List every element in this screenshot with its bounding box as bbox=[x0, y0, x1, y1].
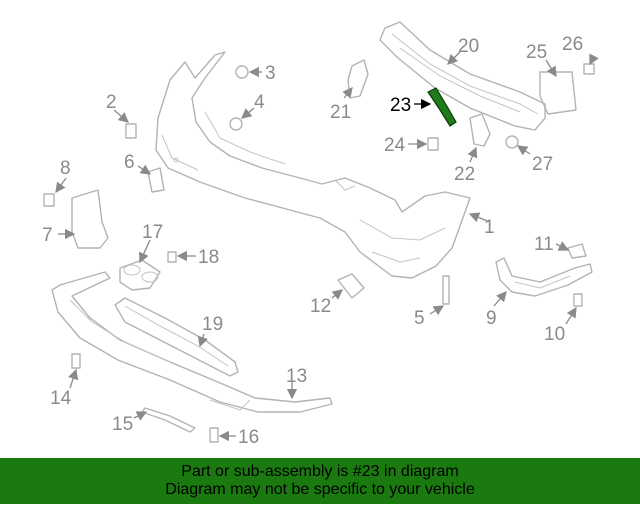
small-parts bbox=[43, 59, 595, 443]
reflector-6 bbox=[147, 167, 165, 193]
callout-1: 1 bbox=[484, 217, 495, 238]
bolt-14 bbox=[71, 353, 81, 369]
callout-24: 24 bbox=[384, 135, 406, 156]
callout-26: 26 bbox=[562, 34, 583, 55]
clip-3 bbox=[235, 65, 249, 79]
bolt-26 bbox=[583, 63, 595, 75]
lower-valance bbox=[51, 271, 333, 413]
bolt-16 bbox=[209, 427, 219, 443]
banner-line-1: Part or sub-assembly is #23 in diagram bbox=[181, 463, 459, 480]
cover-12 bbox=[337, 273, 365, 299]
callout-11: 11 bbox=[534, 234, 554, 255]
highlighted-part-23 bbox=[427, 87, 457, 127]
callout-3: 3 bbox=[265, 63, 276, 84]
bumper-cover bbox=[155, 51, 471, 279]
side-bracket bbox=[495, 257, 593, 297]
bolt-18 bbox=[167, 251, 177, 263]
callout-25: 25 bbox=[526, 42, 547, 63]
callout-21: 21 bbox=[330, 102, 351, 123]
callout-23: 23 bbox=[390, 95, 411, 116]
clip-11 bbox=[567, 243, 587, 259]
callout-7: 7 bbox=[42, 225, 53, 246]
callout-6: 6 bbox=[124, 152, 135, 173]
bolt-24 bbox=[427, 137, 439, 151]
callout-18: 18 bbox=[198, 247, 219, 268]
exploded-parts-diagram: 1 2 3 4 5 6 7 8 9 10 11 12 13 14 15 16 1 bbox=[42, 21, 599, 448]
callout-19: 19 bbox=[202, 314, 223, 335]
nut-27 bbox=[505, 135, 519, 149]
banner-line-2: Diagram may not be specific to your vehi… bbox=[165, 481, 475, 498]
bumper-reinforcement bbox=[379, 21, 546, 131]
exhaust-tip bbox=[119, 259, 161, 291]
callout-14: 14 bbox=[50, 388, 72, 409]
callout-12: 12 bbox=[310, 296, 331, 317]
callout-8: 8 bbox=[60, 158, 71, 179]
callout-9: 9 bbox=[486, 308, 497, 329]
bolt-5 bbox=[442, 275, 450, 305]
callout-17: 17 bbox=[142, 222, 163, 243]
callout-10: 10 bbox=[544, 324, 565, 345]
bracket-22 bbox=[469, 113, 491, 147]
bolt-2 bbox=[125, 123, 137, 139]
callouts: 1 2 3 4 5 6 7 8 9 10 11 12 13 14 15 16 1 bbox=[42, 34, 599, 448]
bolt-10 bbox=[573, 293, 583, 307]
callout-22: 22 bbox=[454, 164, 475, 185]
callout-20: 20 bbox=[458, 36, 479, 57]
callout-16: 16 bbox=[238, 427, 259, 448]
callout-13: 13 bbox=[286, 366, 307, 387]
mounting-bracket bbox=[71, 189, 109, 249]
callout-5: 5 bbox=[414, 308, 425, 329]
callout-4: 4 bbox=[254, 92, 265, 113]
bolt-8 bbox=[43, 193, 55, 207]
info-banner: Part or sub-assembly is #23 in diagram D… bbox=[0, 458, 640, 504]
molding-15 bbox=[141, 407, 196, 433]
sensor-bracket-25 bbox=[539, 71, 577, 115]
callout-15: 15 bbox=[112, 414, 133, 435]
clip-4 bbox=[229, 117, 243, 131]
callout-2: 2 bbox=[106, 92, 117, 113]
bracket-21 bbox=[347, 59, 369, 99]
callout-27: 27 bbox=[532, 154, 553, 175]
diffuser-insert bbox=[114, 297, 239, 377]
